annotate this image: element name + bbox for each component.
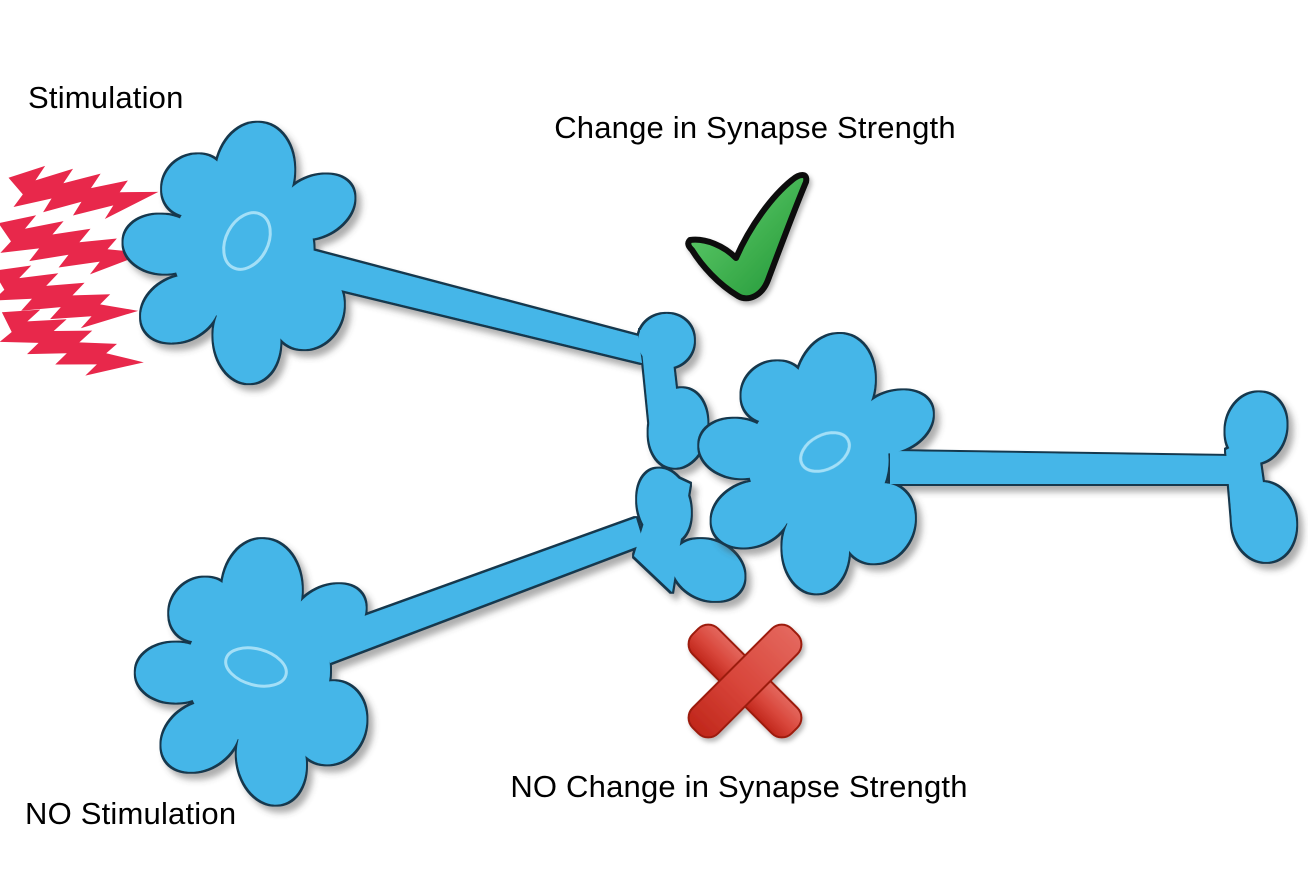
stimulation-label: Stimulation (28, 80, 184, 115)
no-change-in-synapse-strength-label: NO Change in Synapse Strength (510, 769, 968, 804)
checkmark-icon (685, 172, 810, 302)
neuron-soma (119, 522, 398, 822)
nuclei-layer (222, 211, 851, 688)
stimulation-bolts-icon (0, 158, 160, 399)
no-stimulation-label: NO Stimulation (25, 796, 237, 831)
axon-terminal (1225, 392, 1297, 562)
nucleus-outline (224, 646, 288, 688)
axon (300, 247, 642, 363)
presynaptic-neuron-unstimulated (119, 468, 745, 822)
change-in-synapse-strength-label: Change in Synapse Strength (554, 110, 956, 145)
nucleus-outline (799, 431, 851, 473)
nucleus-outline (222, 211, 272, 271)
axon (320, 518, 644, 663)
axon-terminal (638, 313, 708, 468)
postsynaptic-neuron (686, 319, 1297, 605)
axon-terminal (634, 468, 745, 601)
cross-icon (687, 623, 803, 739)
neuron-soma (120, 117, 366, 387)
axon (890, 451, 1230, 484)
presynaptic-neuron-stimulated (120, 117, 708, 468)
